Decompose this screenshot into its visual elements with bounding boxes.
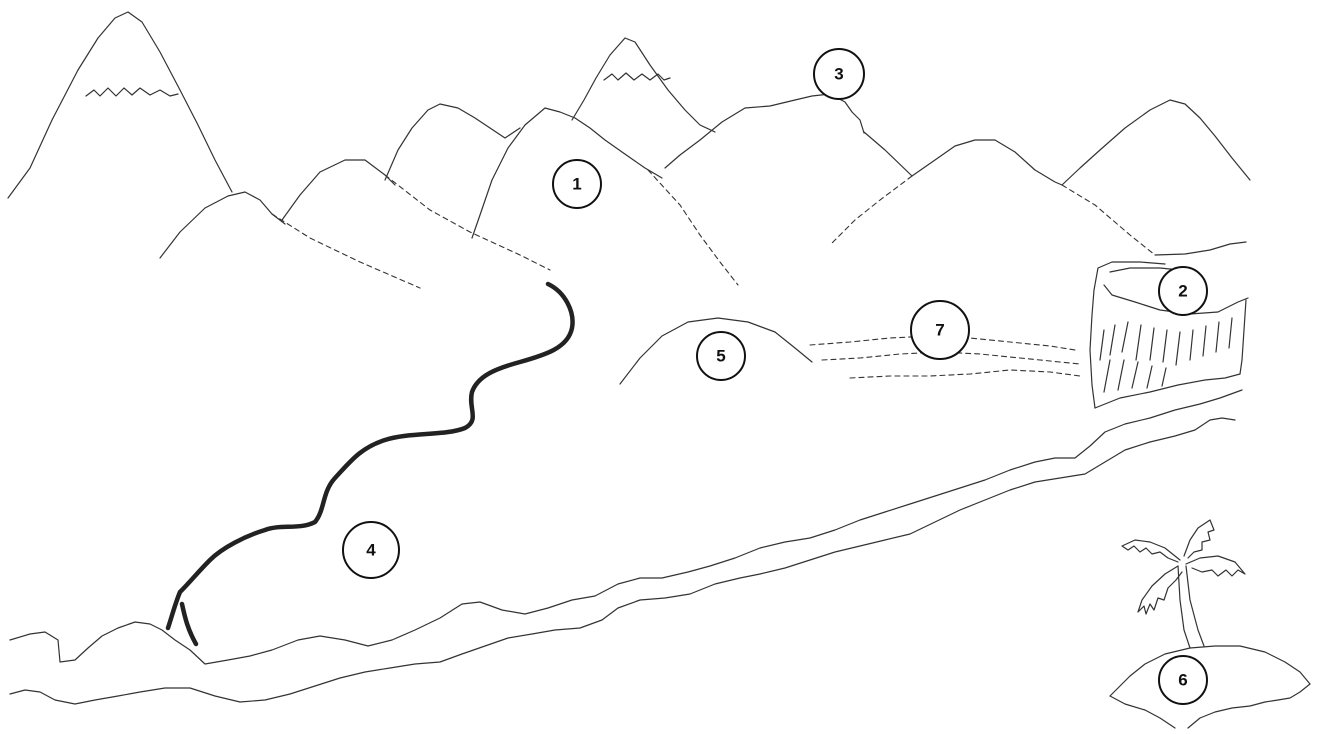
marker-6-label: 6	[1178, 671, 1187, 690]
mountain-ridge	[1062, 185, 1155, 255]
coastline	[10, 390, 1242, 704]
snow-peak-middle	[572, 38, 715, 132]
marker-6: 6	[1159, 656, 1207, 704]
mountain-ridge	[665, 94, 864, 168]
marker-2-label: 2	[1178, 282, 1187, 301]
marker-3: 3	[814, 49, 864, 99]
mountain-ridge	[160, 192, 285, 258]
mountain-ridge	[282, 160, 395, 220]
marker-5: 5	[697, 332, 745, 380]
mountain-ridge	[648, 170, 738, 285]
marker-1: 1	[553, 160, 601, 208]
island	[1110, 646, 1310, 728]
marker-1-label: 1	[572, 175, 581, 194]
river	[182, 604, 196, 644]
marker-7: 7	[911, 301, 969, 359]
snow-peak-left	[8, 12, 232, 198]
marker-4-label: 4	[366, 541, 376, 560]
marker-7-label: 7	[935, 321, 944, 340]
palm-tree-icon	[1122, 520, 1245, 648]
mountain-ridge	[385, 104, 520, 180]
marker-5-label: 5	[716, 347, 725, 366]
mountain-ridge	[1062, 100, 1250, 185]
marker-2: 2	[1159, 267, 1207, 315]
mountain-ridge	[272, 214, 420, 288]
marker-4: 4	[343, 522, 399, 578]
mountain-ridge	[864, 132, 1062, 185]
mountain-ridge	[385, 175, 550, 270]
marker-3-label: 3	[834, 65, 843, 84]
mountain-ridge	[830, 176, 912, 245]
plateau-cliff	[1090, 242, 1248, 408]
